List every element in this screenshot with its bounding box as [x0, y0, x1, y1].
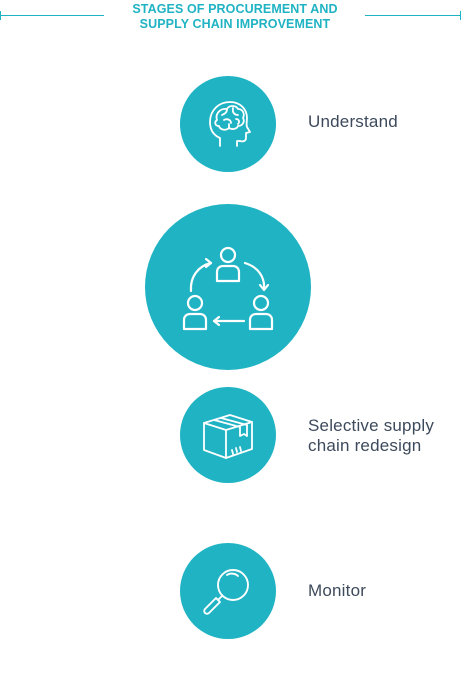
stage-redesign-label: Selective supply chain redesign	[308, 416, 434, 456]
brain-head-icon	[209, 101, 251, 147]
stage-understand-text: Understand	[308, 112, 398, 131]
magnifier-icon	[203, 569, 249, 615]
title-line-1: STAGES OF PROCUREMENT AND	[132, 2, 338, 16]
people-cycle-icon	[182, 246, 274, 331]
title-line-2: SUPPLY CHAIN IMPROVEMENT	[139, 17, 331, 31]
stage-monitor-circle	[180, 543, 276, 639]
stage-monitor-text: Monitor	[308, 581, 367, 600]
stage-monitor-label: Monitor	[308, 581, 366, 601]
stage-collaborate-circle	[145, 204, 311, 370]
stage-redesign-text-line-1: Selective supply	[308, 416, 435, 435]
stage-understand-circle	[180, 76, 276, 172]
stage-understand-label: Understand	[308, 112, 398, 132]
box-icon	[203, 414, 253, 459]
header-rule-right	[365, 15, 461, 16]
diagram-title: STAGES OF PROCUREMENT AND SUPPLY CHAIN I…	[108, 2, 362, 32]
header-rule-left	[0, 15, 104, 16]
diagram-header: STAGES OF PROCUREMENT AND SUPPLY CHAIN I…	[0, 0, 461, 40]
stage-redesign-text-line-2: chain redesign	[308, 436, 422, 455]
stage-redesign-circle	[180, 387, 276, 483]
